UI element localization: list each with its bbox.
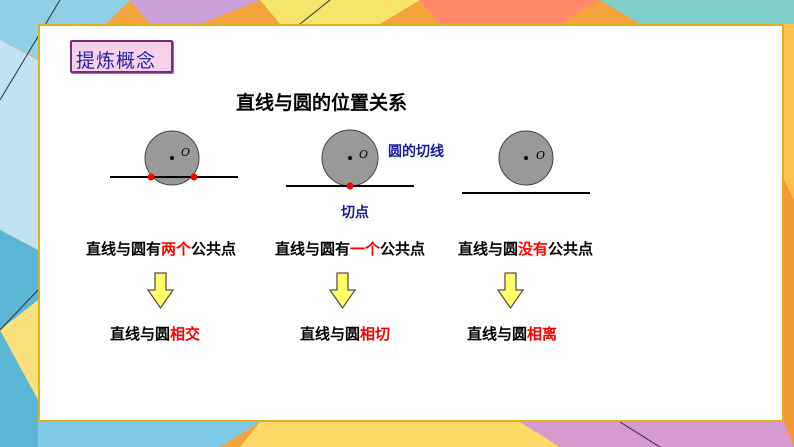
result-highlight: 相切	[360, 325, 391, 343]
result-highlight: 相离	[527, 325, 558, 343]
statement-intersect: 直线与圆有两个公共点	[86, 238, 236, 259]
center-label: O	[536, 149, 546, 162]
tangent-point-label: 切点	[341, 205, 369, 221]
result-intersect: 直线与圆相交	[110, 323, 200, 344]
result-prefix: 直线与圆	[300, 325, 361, 343]
statement-prefix: 直线与圆	[458, 240, 519, 258]
intersection-point	[147, 173, 155, 181]
statement-suffix: 公共点	[191, 240, 237, 258]
center-label: O	[181, 146, 191, 159]
result-tangent: 直线与圆相切	[300, 323, 390, 344]
intersection-point	[190, 173, 198, 181]
center-dot	[170, 156, 174, 160]
tangent-line-label: 圆的切线	[388, 144, 444, 160]
statement-prefix: 直线与圆有	[86, 240, 162, 258]
tangent-point	[346, 182, 354, 190]
result-separate: 直线与圆相离	[467, 323, 557, 344]
concept-badge: 提炼概念	[70, 40, 173, 73]
down-arrow	[328, 272, 357, 310]
statement-tangent: 直线与圆有一个公共点	[275, 238, 425, 259]
center-label: O	[359, 148, 369, 161]
statement-prefix: 直线与圆有	[275, 240, 351, 258]
badge-text: 提炼概念	[76, 50, 157, 72]
result-prefix: 直线与圆	[110, 325, 171, 343]
statement-separate: 直线与圆没有公共点	[458, 238, 593, 259]
statement-suffix: 公共点	[380, 240, 426, 258]
down-arrow	[146, 272, 175, 310]
statement-highlight: 没有	[518, 240, 549, 258]
diagram-title: 直线与圆的位置关系	[236, 92, 408, 114]
content-panel	[38, 24, 784, 422]
center-dot	[524, 156, 528, 160]
statement-suffix: 公共点	[548, 240, 594, 258]
center-dot	[348, 156, 352, 160]
result-prefix: 直线与圆	[467, 325, 528, 343]
statement-highlight: 两个	[161, 240, 192, 258]
statement-highlight: 一个	[350, 240, 381, 258]
down-arrow	[496, 272, 525, 310]
result-highlight: 相交	[170, 325, 201, 343]
